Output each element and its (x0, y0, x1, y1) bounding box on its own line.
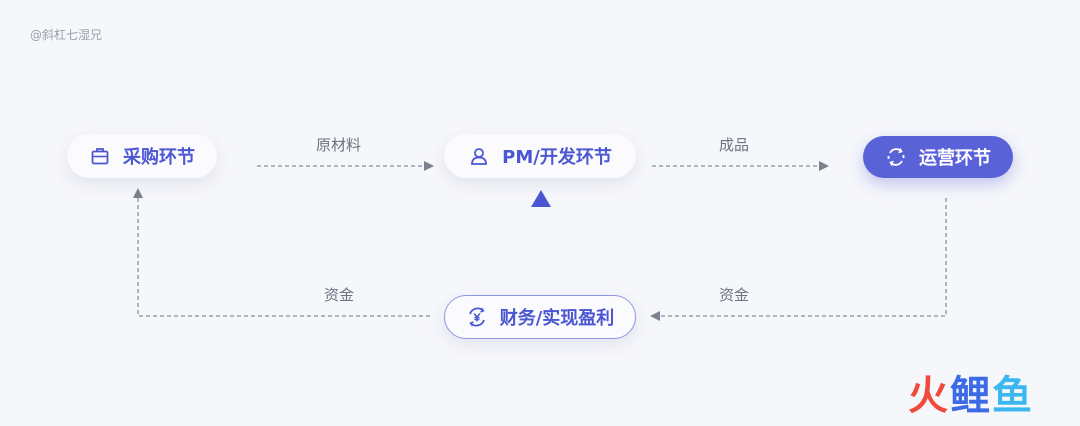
node-finance-label: 财务/实现盈利 (499, 308, 615, 329)
node-procurement[interactable]: 采购环节 (67, 134, 217, 178)
arrow-funds-left (133, 188, 430, 317)
logo-char-1: 火 (908, 373, 948, 419)
arrow-funds-right (650, 198, 947, 321)
logo-char-3: 鱼 (992, 373, 1032, 419)
yuan-cycle-icon (466, 306, 488, 328)
logo-char-2: 鲤 (950, 373, 990, 419)
node-finance[interactable]: 财务/实现盈利 (444, 295, 636, 339)
edge-label-funds-right: 资金 (719, 286, 750, 304)
edge-label-raw-material: 原材料 (316, 136, 362, 154)
user-icon (468, 145, 490, 167)
edge-label-finished-goods: 成品 (719, 136, 750, 154)
node-operations[interactable]: 运营环节 (863, 136, 1013, 178)
node-operations-label: 运营环节 (919, 148, 991, 169)
refresh-icon (885, 146, 907, 168)
brand-logo: 火 鲤 鱼 (908, 376, 1032, 416)
watermark: @斜杠七湿兄 (30, 28, 103, 42)
node-pm-dev-label: PM/开发环节 (502, 147, 612, 168)
triangle-marker (531, 190, 551, 207)
briefcase-icon (89, 145, 111, 167)
edge-label-funds-left: 资金 (324, 286, 355, 304)
node-procurement-label: 采购环节 (123, 147, 195, 168)
node-pm-dev[interactable]: PM/开发环节 (444, 134, 636, 178)
